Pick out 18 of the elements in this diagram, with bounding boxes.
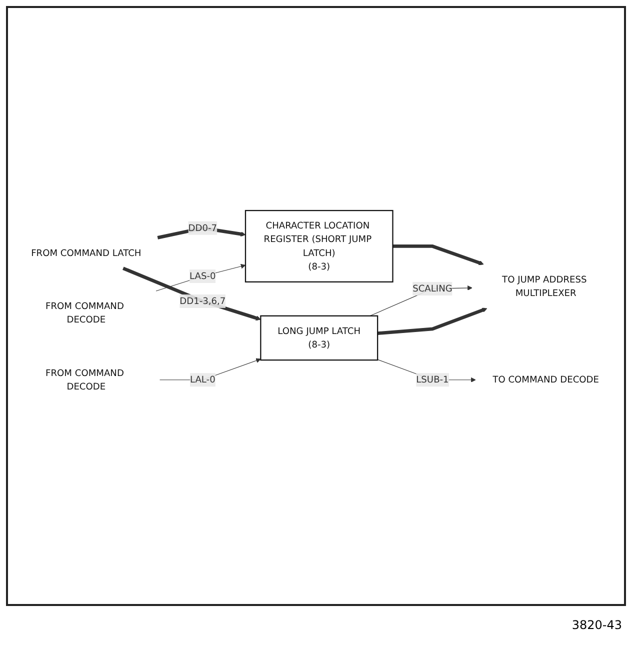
node-text: FROM COMMAND DECODE <box>46 367 124 392</box>
node-box: LONG JUMP LATCH (8-3) <box>260 315 378 360</box>
edge-label: DD1-3,6,7 <box>180 295 226 306</box>
arrow <box>377 307 488 335</box>
node-box: CHARACTER LOCATION REGISTER (SHORT JUMP LATCH) (8-3) <box>244 210 394 282</box>
arrow <box>156 264 246 291</box>
node-text: TO JUMP ADDRESS MULTIPLEXER <box>502 274 587 298</box>
edge-label: LSUB-1 <box>416 374 449 385</box>
edge-label: DD0-7 <box>188 222 218 233</box>
node-text: FROM COMMAND LATCH <box>31 247 142 258</box>
node-text: TO COMMAND DECODE <box>492 374 600 385</box>
figure-number: 3820-43 <box>572 618 622 632</box>
edge-label: LAS-0 <box>190 270 216 282</box>
arrow <box>392 244 484 265</box>
edge-label: SCALING <box>412 282 452 294</box>
arrow <box>122 266 261 320</box>
node-text: FROM COMMAND DECODE <box>46 300 124 325</box>
edge-label: LAL-0 <box>190 374 216 385</box>
